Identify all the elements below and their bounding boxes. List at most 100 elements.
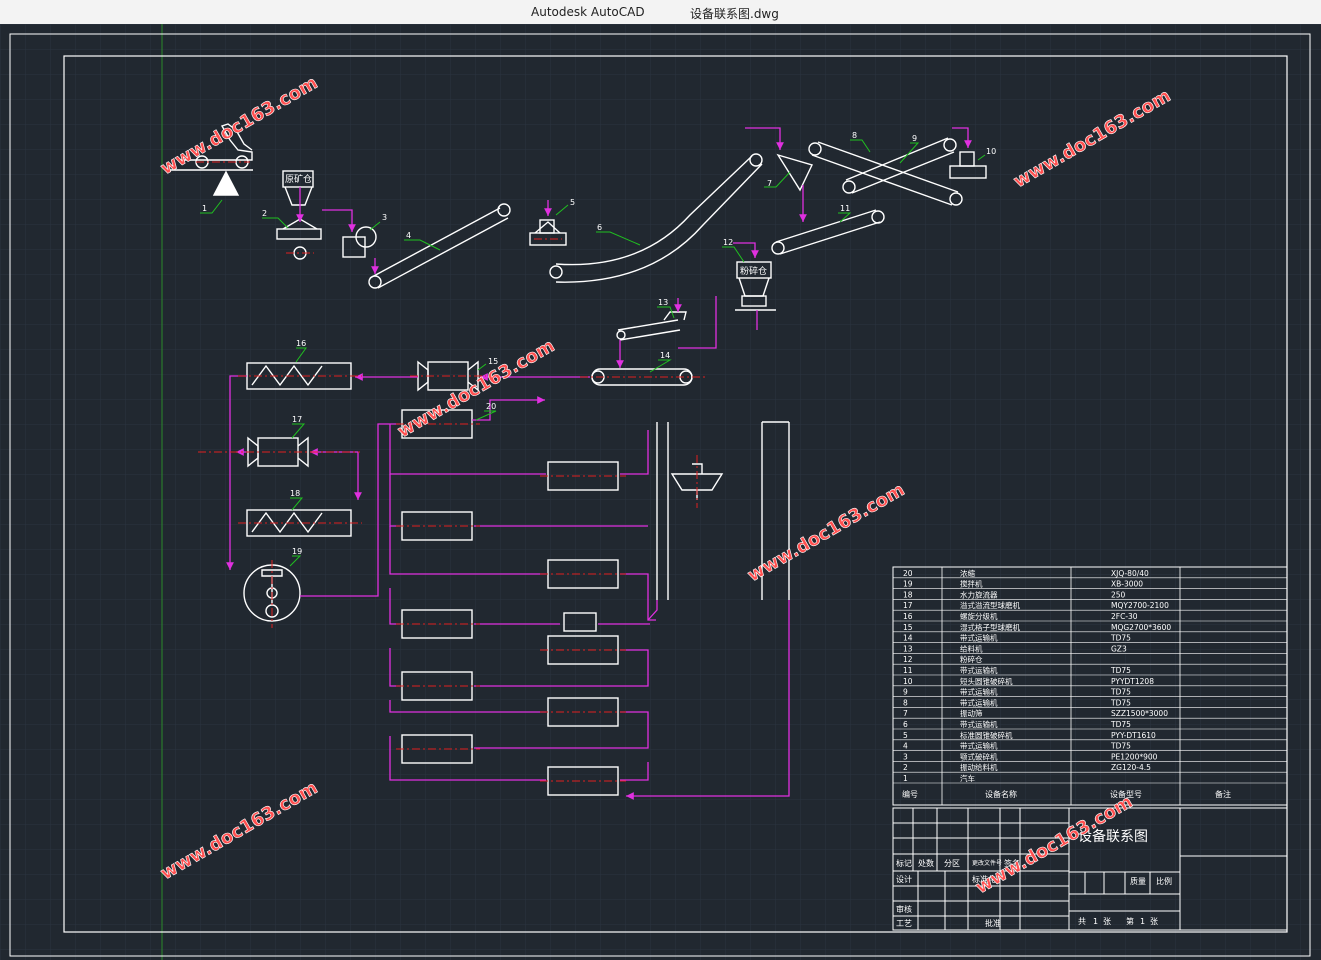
conveyor-9 (842, 137, 957, 194)
parts-row-no: 5 (903, 731, 908, 740)
parts-row-name: 螺旋分级机 (960, 611, 998, 621)
callout-10: 10 (986, 147, 996, 156)
parts-row-model: TD75 (1110, 720, 1131, 729)
tb-process: 工艺 (896, 919, 912, 928)
parts-row-model: 250 (1111, 590, 1126, 599)
parts-row-model: GZ3 (1111, 644, 1127, 653)
tb-design: 设计 (896, 874, 912, 884)
parts-row-name: 溢式溢流型球磨机 (960, 600, 1020, 610)
parts-row-no: 4 (903, 742, 908, 751)
callout-9: 9 (912, 134, 917, 143)
parts-header-note: 备注 (1215, 789, 1231, 799)
parts-row-name: 标准圆锥破碎机 (960, 730, 1013, 740)
callout-15: 15 (488, 357, 498, 366)
parts-row-no: 17 (903, 601, 913, 610)
short-cone-crusher-10 (949, 151, 987, 179)
callout-14: 14 (660, 351, 670, 360)
parts-row-no: 13 (903, 644, 913, 653)
parts-row-no: 7 (903, 709, 908, 718)
tb-page: 第 (1126, 916, 1134, 926)
tb-sheets1: 张 (1103, 917, 1111, 926)
fine-bin-label: 粉碎仓 (740, 265, 767, 277)
parts-row-no: 18 (903, 590, 913, 599)
callout-5: 5 (570, 198, 575, 207)
parts-row-no: 16 (903, 612, 913, 621)
tb-sheets2: 张 (1150, 917, 1158, 926)
drawing-canvas[interactable]: 原矿仓 粉碎仓 1 2 3 4 5 6 7 8 9 10 11 (0, 24, 1321, 960)
parts-row-no: 19 (903, 580, 913, 589)
tb-total-num: 1 (1093, 917, 1098, 926)
parts-row-name: 水力旋流器 (960, 589, 998, 599)
parts-row-name: 给料机 (960, 643, 983, 653)
truck-1 (168, 123, 253, 196)
parts-row-name: 振动筛 (960, 708, 983, 718)
parts-row-model: PE1200*900 (1111, 752, 1158, 761)
callout-11: 11 (840, 204, 850, 213)
parts-header-no: 编号 (902, 789, 918, 799)
tb-count: 处数 (918, 858, 934, 868)
tb-page-num: 1 (1140, 917, 1145, 926)
conveyor-11 (771, 209, 885, 255)
jaw-crusher-3 (342, 226, 377, 258)
parts-row-model: TD75 (1110, 688, 1131, 697)
parts-row-no: 3 (903, 752, 908, 761)
parts-row-name: 粉碎仓 (960, 654, 983, 664)
drawing-title: 设备联系图 (1078, 828, 1148, 845)
tb-zone: 分区 (944, 859, 960, 868)
tb-weight: 质量 (1130, 876, 1146, 886)
parts-row-name: 带式运输机 (960, 741, 998, 751)
tb-scale: 比例 (1156, 876, 1172, 886)
parts-row-name: 湿式格子型球磨机 (960, 622, 1020, 632)
callout-18: 18 (290, 489, 300, 498)
tb-approve: 批准 (985, 918, 1001, 928)
conveyor-4 (368, 203, 511, 289)
callout-1: 1 (202, 204, 207, 213)
conveyor-6 (549, 153, 763, 283)
parts-row-name: 搅拌机 (960, 579, 983, 589)
grid-background (0, 24, 1321, 960)
parts-row-model: TD75 (1110, 666, 1131, 675)
title-block (892, 807, 1288, 931)
parts-row-model: SZZ1500*3000 (1111, 709, 1168, 718)
parts-row-name: 振动给料机 (960, 762, 998, 772)
tb-mark: 标记 (896, 858, 912, 868)
callout-2: 2 (262, 209, 267, 218)
parts-row-model: ZG120-4.5 (1111, 763, 1151, 772)
parts-row-no: 11 (903, 666, 913, 675)
cone-crusher-5 (529, 219, 567, 246)
parts-row-no: 9 (903, 688, 908, 697)
callout-numbers: 1 2 3 4 5 6 7 8 9 10 11 12 13 14 15 16 1… (202, 131, 996, 556)
parts-row-name: 短头圆锥破碎机 (960, 676, 1013, 686)
parts-row-name: 颚式破碎机 (960, 751, 998, 761)
parts-row-model: PYYDT1208 (1111, 677, 1154, 686)
callout-16: 16 (296, 339, 306, 348)
parts-row-no: 6 (903, 720, 908, 729)
callout-leaders (200, 139, 986, 567)
tb-signature: 签名 (1004, 858, 1020, 868)
equipment-labels: 原矿仓 粉碎仓 (285, 173, 767, 277)
callout-6: 6 (597, 223, 602, 232)
callout-4: 4 (406, 231, 411, 240)
tb-total: 共 (1078, 917, 1086, 926)
title-block-text: 设备联系图 标记 处数 分区 更改文件号 签名 设计 标准化 审核 工艺 批准 … (896, 828, 1172, 928)
parts-row-name: 带式运输机 (960, 687, 998, 697)
callout-13: 13 (658, 298, 668, 307)
parts-row-name: 带式运输机 (960, 719, 998, 729)
outer-frame (9, 33, 1311, 957)
parts-row-model: XB-3000 (1111, 580, 1143, 589)
file-name: 设备联系图.dwg (690, 7, 779, 21)
parts-row-model: MQY2700-2100 (1111, 601, 1169, 610)
callout-8: 8 (852, 131, 857, 140)
parts-row-no: 2 (903, 763, 908, 772)
inner-frame (63, 55, 1288, 933)
parts-row-model: MQG2700*3600 (1111, 623, 1171, 632)
parts-row-model: XJQ-80/40 (1111, 569, 1149, 578)
app-name: Autodesk AutoCAD (531, 5, 645, 19)
center-lines (196, 161, 706, 782)
parts-row-no: 8 (903, 698, 908, 707)
raw-ore-bin (276, 170, 322, 260)
raw-bin-label: 原矿仓 (285, 173, 312, 185)
parts-header-name: 设备名称 (985, 789, 1017, 799)
parts-row-model: TD75 (1110, 698, 1131, 707)
